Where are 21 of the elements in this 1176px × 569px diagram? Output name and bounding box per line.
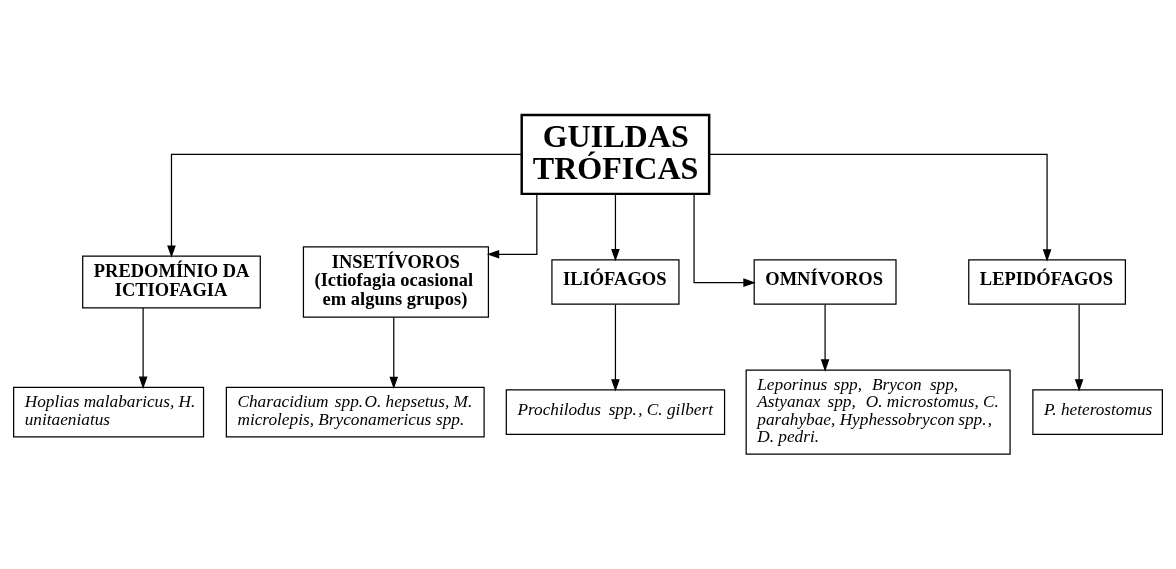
arrow bbox=[709, 153, 1052, 262]
arrow bbox=[611, 193, 620, 262]
node-box: LEPIDÓFAGOS bbox=[968, 259, 1126, 305]
arrow bbox=[138, 307, 148, 389]
arrow bbox=[611, 304, 620, 392]
node-box: Leporinus spp, Brycon spp, Astyanax spp, O. microstomus, C. parahybae, Hyphessobrycon spp., D. pedri. bbox=[745, 369, 1011, 455]
node-box: Hoplias malabaricus, H. unitaeniatus bbox=[13, 386, 205, 438]
arrow bbox=[486, 193, 538, 259]
node-box: Prochilodus spp., C. gilbert bbox=[505, 389, 726, 435]
node-box: INSETÍVOROS (Ictiofagia ocasional em alguns grupos) bbox=[302, 246, 490, 318]
arrow bbox=[1074, 304, 1084, 392]
arrow bbox=[167, 153, 522, 258]
node-box: Characidium spp.O. hepsetus, M. microlepis, Bryconamericus spp. bbox=[225, 386, 485, 438]
arrow bbox=[693, 193, 756, 287]
node-box: ILIÓFAGOS bbox=[551, 259, 680, 305]
node-box: OMNÍVOROS bbox=[753, 259, 897, 305]
node-box: P. heterostomus bbox=[1032, 389, 1163, 435]
arrow bbox=[820, 304, 830, 372]
arrow bbox=[389, 316, 399, 390]
node-box: PREDOMÍNIO DA ICTIOFAGIA bbox=[82, 255, 261, 309]
node-box: GUILDAS TRÓFICAS bbox=[520, 113, 711, 196]
